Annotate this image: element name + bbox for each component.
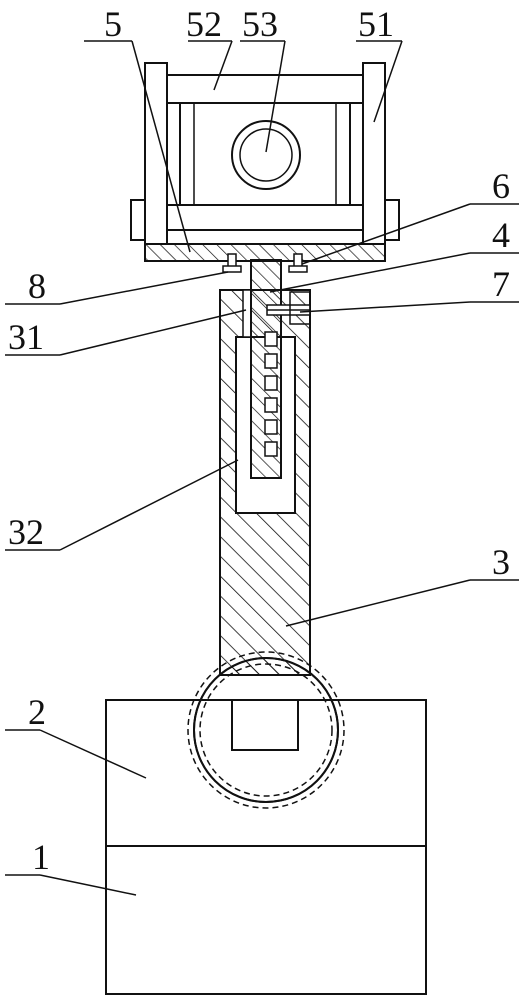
label-1: 1: [32, 837, 50, 877]
ball-joint: [106, 651, 426, 809]
plate-5: [144, 243, 386, 262]
label-31: 31: [8, 317, 44, 357]
camera-53: [231, 120, 301, 190]
label-5: 5: [104, 4, 122, 44]
frame-51: [130, 62, 400, 245]
rack-teeth: [264, 331, 278, 457]
lock-pin-7: [266, 291, 311, 325]
part-labels: 5 52 53 51 6 4 7 8 31 32 3 2 1: [8, 4, 510, 877]
leader-lines: [5, 40, 519, 896]
label-32: 32: [8, 512, 44, 552]
label-2: 2: [28, 692, 46, 732]
label-8: 8: [28, 266, 46, 306]
bolt-6: [288, 253, 308, 273]
bolt-8: [222, 253, 242, 273]
label-4: 4: [492, 215, 510, 255]
label-7: 7: [492, 264, 510, 304]
socket-block: [231, 699, 299, 751]
rod-4: [250, 259, 282, 479]
housing-52: [166, 74, 364, 244]
label-51: 51: [358, 4, 394, 44]
label-6: 6: [492, 166, 510, 206]
label-53: 53: [242, 4, 278, 44]
label-3: 3: [492, 542, 510, 582]
label-52: 52: [186, 4, 222, 44]
base-block-1: [105, 845, 427, 995]
slot-31: [242, 289, 252, 338]
